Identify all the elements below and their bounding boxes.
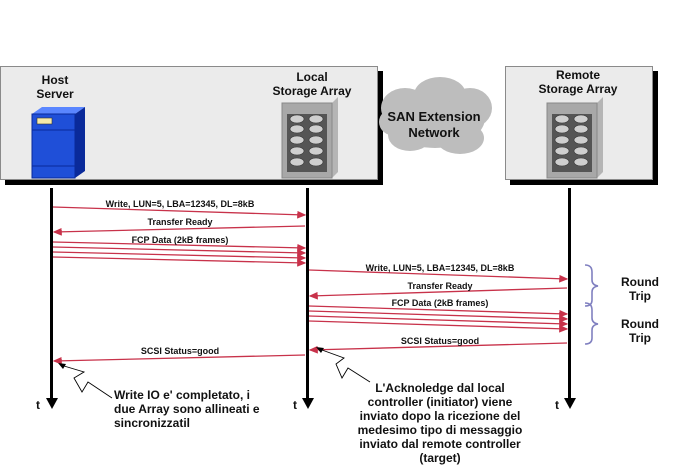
msg-write-host-local: Write, LUN=5, LBA=12345, DL=8kB	[105, 199, 255, 209]
note-middle-pointer-head	[316, 347, 324, 353]
round-trip-brace-1	[584, 264, 599, 307]
msg-xfer-ready-local-remote: Transfer Ready	[407, 281, 473, 291]
san-network-label: SAN Extension Network	[378, 109, 490, 141]
arrow-fcp-3-local-remote	[308, 315, 569, 328]
local-storage-array-icon	[281, 97, 338, 179]
round-trip-2-line2: Trip	[628, 331, 651, 345]
remote-label-line2: Storage Array	[538, 82, 618, 96]
round-trip-2-line1: Round	[621, 317, 659, 331]
remote-storage-array-icon	[546, 97, 603, 179]
local-label-line1: Local	[296, 70, 328, 84]
msg-status-local-remote: SCSI Status=good	[400, 336, 480, 346]
round-trip-1-line1: Round	[621, 275, 659, 289]
arrow-fcp-3-host-local	[52, 251, 307, 262]
local-array-label: Local Storage Array	[262, 70, 362, 98]
note-middle-line3: inviato dopo la ricezione del	[359, 409, 521, 423]
round-trip-label-2: Round Trip	[610, 317, 670, 345]
host-server-label: Host Server	[20, 73, 90, 101]
note-middle-line4: medesimo tipo di messaggio	[357, 423, 523, 437]
arrow-write-host-local	[52, 206, 307, 219]
remote-array-label: Remote Storage Array	[528, 68, 628, 96]
host-time-arrow	[45, 398, 58, 409]
arrow-fcp-1-local-remote	[308, 305, 569, 318]
round-trip-label-1: Round Trip	[610, 275, 670, 303]
round-trip-1-line2: Trip	[628, 289, 651, 303]
arrow-fcp-4-host-local	[52, 256, 307, 267]
arrow-status-remote-local	[308, 342, 568, 354]
cloud-icon	[379, 77, 492, 154]
host-label-line1: Host	[41, 73, 69, 87]
note-left-pointer-head	[58, 363, 66, 369]
round-trip-brace-2	[584, 302, 599, 345]
note-middle-line6: (target)	[419, 451, 461, 465]
arrow-fcp-1-host-local	[52, 241, 307, 252]
local-time-arrow	[301, 398, 314, 409]
note-middle-line5: inviato dal remote controller	[359, 437, 521, 451]
arrow-xfer-ready-remote-local	[308, 287, 568, 300]
note-left-line3: sincronizzatil	[114, 416, 191, 430]
remote-time-label: t	[555, 398, 559, 412]
remote-label-line1: Remote	[555, 68, 600, 82]
msg-xfer-ready-host-local: Transfer Ready	[147, 217, 213, 227]
arrow-fcp-2-host-local	[52, 246, 307, 257]
network-label-line1: SAN Extension	[387, 109, 481, 124]
local-lifeline	[306, 188, 309, 400]
note-left-line2: due Array sono allineati e	[114, 402, 260, 416]
arrow-xfer-ready-local-host	[52, 225, 306, 236]
msg-fcp-local-remote: FCP Data (2kB frames)	[391, 298, 489, 308]
note-middle-pointer	[321, 349, 371, 383]
remote-time-arrow	[563, 398, 576, 409]
local-label-line2: Storage Array	[272, 84, 352, 98]
host-time-label: t	[36, 398, 40, 412]
host-label-line2: Server	[36, 87, 74, 101]
local-time-label: t	[293, 398, 297, 412]
msg-write-local-remote: Write, LUN=5, LBA=12345, DL=8kB	[365, 263, 515, 273]
note-left-line1: Write IO e' completato, i	[114, 388, 250, 402]
network-label-line2: Network	[408, 125, 460, 140]
arrow-fcp-2-local-remote	[308, 310, 569, 323]
host-lifeline	[50, 188, 53, 400]
note-middle-line1: L'Acknoledge dal local	[375, 381, 505, 395]
note-middle-line2: controller (initiator) viene	[367, 395, 513, 409]
msg-fcp-host-local: FCP Data (2kB frames)	[131, 235, 229, 245]
arrow-fcp-4-local-remote	[308, 320, 569, 333]
msg-status-host-local: SCSI Status=good	[140, 346, 220, 356]
remote-lifeline	[568, 188, 571, 400]
note-write-complete: Write IO e' completato, i due Array sono…	[114, 388, 260, 430]
note-acknowledge: L'Acknoledge dal local controller (initi…	[340, 381, 540, 465]
arrow-status-local-host	[52, 354, 306, 365]
note-left-pointer	[63, 365, 113, 399]
arrow-write-local-remote	[308, 269, 569, 283]
